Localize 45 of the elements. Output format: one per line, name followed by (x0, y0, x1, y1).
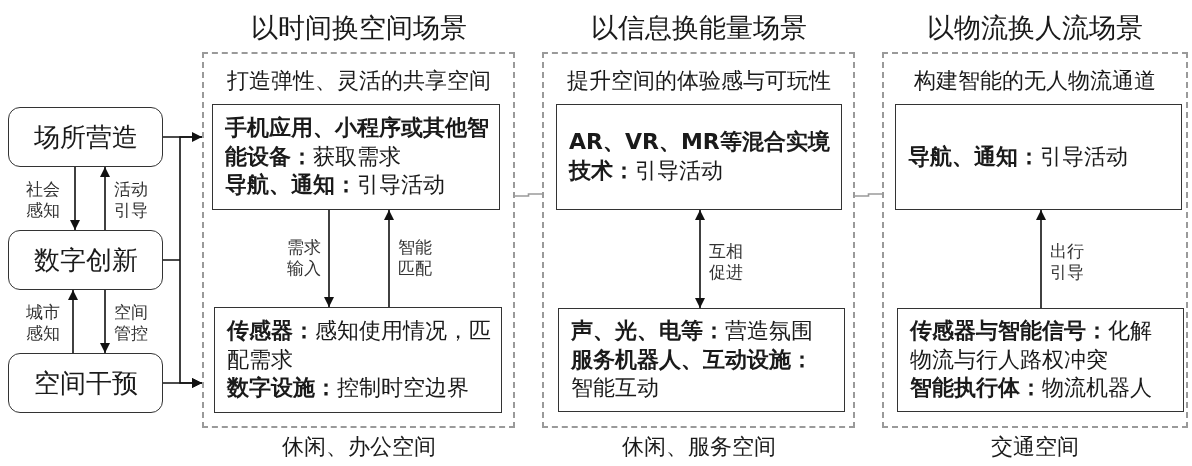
box-text: 服务机器人、互动设施：智能互动 (571, 345, 814, 403)
arrow (1036, 209, 1046, 309)
arrow (68, 289, 78, 354)
text-box (214, 307, 502, 413)
space-type-label: 交通空间 (990, 433, 1080, 460)
arrow (100, 289, 110, 354)
box-text: 传感器与智能信号：化解物流与行人路权冲突 (910, 317, 1153, 374)
edge-label: 互相促进 (709, 242, 744, 284)
edge-label: 需求输入 (287, 238, 322, 280)
text-box (556, 104, 842, 210)
rounded-box: 数字创新 (8, 230, 163, 290)
scene-heading: 以物流换人流场景 (926, 11, 1144, 42)
text-box (212, 104, 500, 210)
rounded-box: 空间干预 (8, 353, 163, 413)
box-text: AR、VR、MR等混合实境技术：引导活动 (569, 128, 831, 185)
text-box (558, 308, 845, 412)
box-text: 声、光、电等：营造氛围 (571, 317, 814, 346)
box-text: 导航、通知：引导活动 (225, 171, 446, 200)
edge-label: 活动引导 (114, 180, 149, 222)
box-text: 导航、通知：引导活动 (908, 142, 1129, 171)
box-text: 传感器：感知使用情况，匹配需求 (227, 317, 491, 374)
arrow (384, 209, 394, 308)
box-text: 数字设施：控制时空边界 (227, 374, 470, 403)
panel-subheading: 打造弹性、灵活的共享空间 (225, 67, 492, 94)
edge-label: 空间管控 (114, 303, 149, 345)
space-type-label: 休闲、服务空间 (620, 433, 777, 460)
scene-heading: 以信息换能量场景 (589, 11, 808, 42)
scene-heading: 以时间换空间场景 (249, 11, 468, 42)
arrow (100, 166, 110, 231)
panel-subheading: 构建智能的无人物流通道 (913, 67, 1157, 94)
text-box (895, 104, 1182, 210)
space-type-label: 休闲、办公空间 (280, 433, 437, 460)
connector-line (854, 193, 883, 197)
arrow (70, 166, 80, 231)
connector-line (514, 193, 543, 197)
edge-label: 出行引导 (1050, 242, 1085, 284)
box-text: 手机应用、小程序或其他智能设备：获取需求 (225, 114, 489, 171)
arrow (162, 378, 203, 388)
arrow (324, 209, 334, 308)
rounded-box: 场所营造 (8, 107, 163, 167)
arrow (695, 209, 705, 309)
text-box (897, 308, 1184, 412)
box-text: 智能执行体：物流机器人 (910, 374, 1153, 403)
edge-label: 智能匹配 (398, 238, 433, 280)
panel-subheading: 提升空间的体验感与可玩性 (565, 67, 832, 94)
